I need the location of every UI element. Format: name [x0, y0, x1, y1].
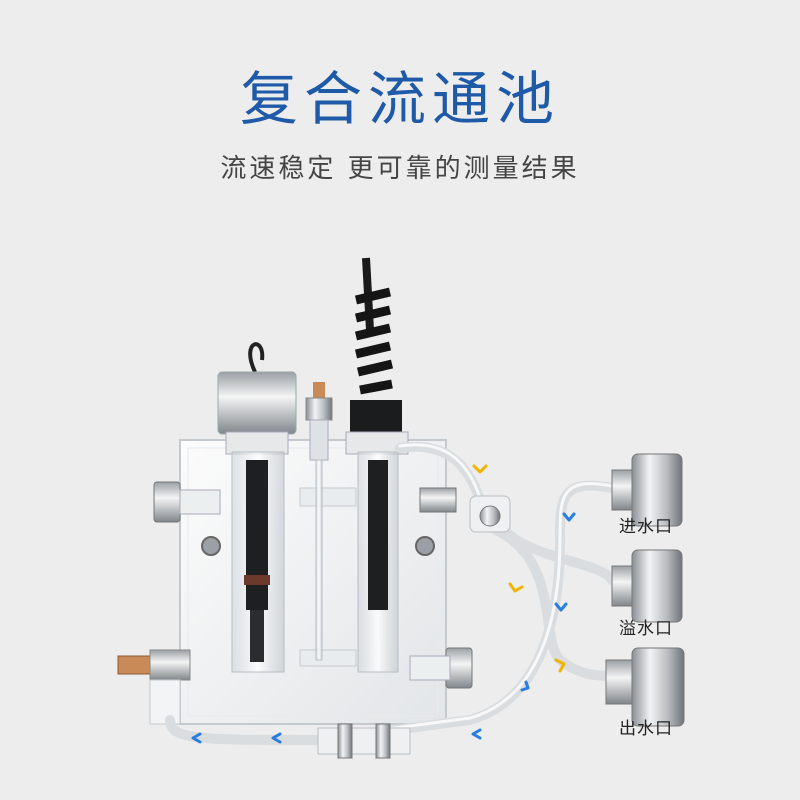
outlet-label: 出水口 [619, 719, 673, 739]
page-subtitle: 流速稳定 更可靠的测量结果 [220, 154, 580, 184]
center-probe [305, 382, 333, 661]
overflow-connector [611, 549, 683, 623]
page-title: 复合流通池 [239, 65, 560, 133]
acrylic-block [179, 439, 447, 725]
flow-arrows-out [191, 512, 576, 744]
right-probe [345, 257, 409, 673]
inlet-label: 进水口 [619, 517, 673, 537]
overflow-label: 溢水口 [619, 619, 673, 639]
tubing-highlight [318, 443, 614, 740]
block-fittings [117, 481, 473, 725]
inlet-connector [611, 453, 683, 527]
bottom-fitting [317, 723, 411, 759]
left-probe [217, 342, 297, 673]
tee-connector [469, 495, 511, 533]
flow-arrows-in [472, 464, 566, 673]
outlet-connector [605, 647, 685, 727]
